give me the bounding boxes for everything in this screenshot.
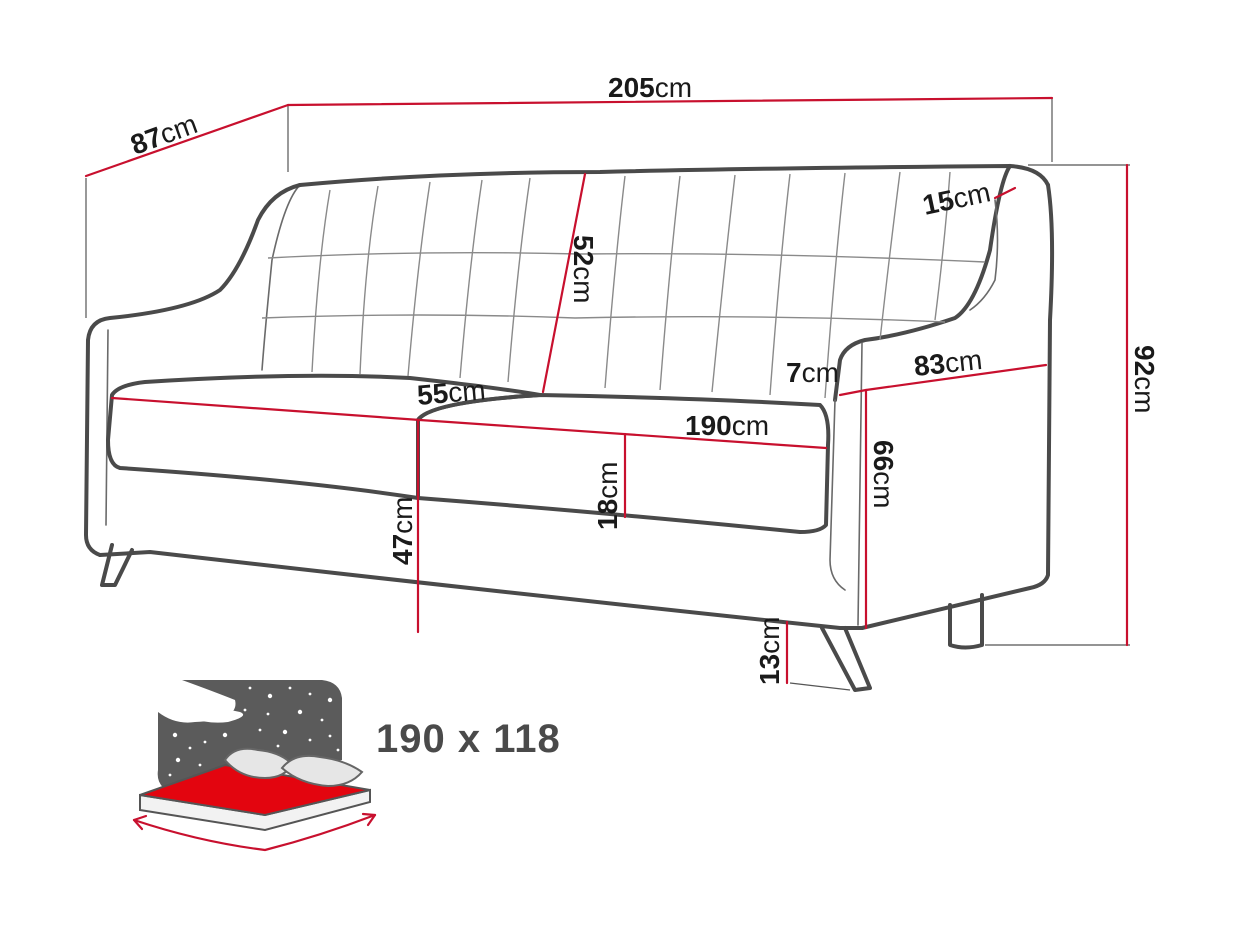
label-back-height: 52cm: [568, 235, 599, 303]
star: [168, 773, 172, 777]
sleeping-area-size: 190 x 118: [376, 717, 561, 761]
label-arm-height: 66cm: [868, 440, 899, 508]
dim-line-arm-depth: [864, 363, 1048, 392]
star: [243, 708, 247, 712]
star: [297, 709, 303, 715]
star: [328, 734, 332, 738]
star: [266, 712, 270, 716]
star: [282, 729, 288, 735]
label-seat-width: 190cm: [685, 410, 769, 441]
star: [288, 686, 292, 690]
star: [222, 732, 228, 738]
star: [198, 763, 202, 767]
pillow-right: [280, 754, 364, 788]
label-seat-depth: 55cm: [416, 374, 487, 411]
dim-line-seat-width: [418, 418, 828, 450]
right-armrest: [860, 183, 1055, 630]
star: [308, 738, 312, 742]
label-depth: 87cm: [126, 108, 201, 161]
star: [175, 757, 181, 763]
backrest-tufting: [261, 171, 986, 399]
leg-front-right: [820, 626, 872, 692]
leg-back-right: [948, 593, 984, 650]
dim-line-back-height: [541, 172, 587, 394]
star: [308, 692, 312, 696]
star: [327, 697, 333, 703]
label-leg-height: 13cm: [754, 617, 785, 685]
sofa-drawing: [84, 164, 1055, 692]
mattress-top: [139, 763, 371, 817]
label-armrest-width: 15cm: [920, 176, 993, 221]
sleeping-width-arrow: [132, 813, 377, 852]
star: [197, 687, 203, 693]
dim-line-arm-gap: [838, 388, 868, 397]
star: [188, 746, 192, 750]
star: [276, 744, 280, 748]
dimension-lines: [84, 96, 1129, 685]
star: [258, 728, 262, 732]
star: [320, 718, 324, 722]
dim-line-depth: [84, 103, 290, 178]
dim-line-armrest: [993, 186, 1017, 200]
label-cushion-height: 18cm: [592, 462, 623, 530]
sofa-base: [98, 550, 864, 630]
leg-front-left: [100, 543, 134, 587]
dimension-labels: 205cm 87cm 15cm 52cm 92cm 55cm 7cm 83cm …: [126, 72, 1160, 685]
extension-lines: [85, 98, 1130, 691]
label-width: 205cm: [608, 72, 692, 103]
star-field: [168, 686, 340, 777]
dim-line-seat-depth: [110, 396, 422, 422]
label-total-height: 92cm: [1129, 345, 1160, 413]
star: [172, 732, 178, 738]
star: [203, 740, 207, 744]
star: [336, 748, 340, 752]
label-arm-gap: 7cm: [786, 357, 839, 388]
label-seat-height: 47cm: [387, 497, 418, 565]
seat-cushion-right: [416, 393, 831, 534]
dim-line-width: [286, 96, 1054, 107]
star: [213, 698, 217, 702]
left-armrest: [84, 183, 302, 557]
backrest-outline: [298, 164, 1050, 187]
label-arm-depth: 83cm: [912, 344, 983, 382]
star: [248, 686, 252, 690]
sofa-bed-night-icon: [132, 680, 377, 852]
star: [267, 693, 273, 699]
